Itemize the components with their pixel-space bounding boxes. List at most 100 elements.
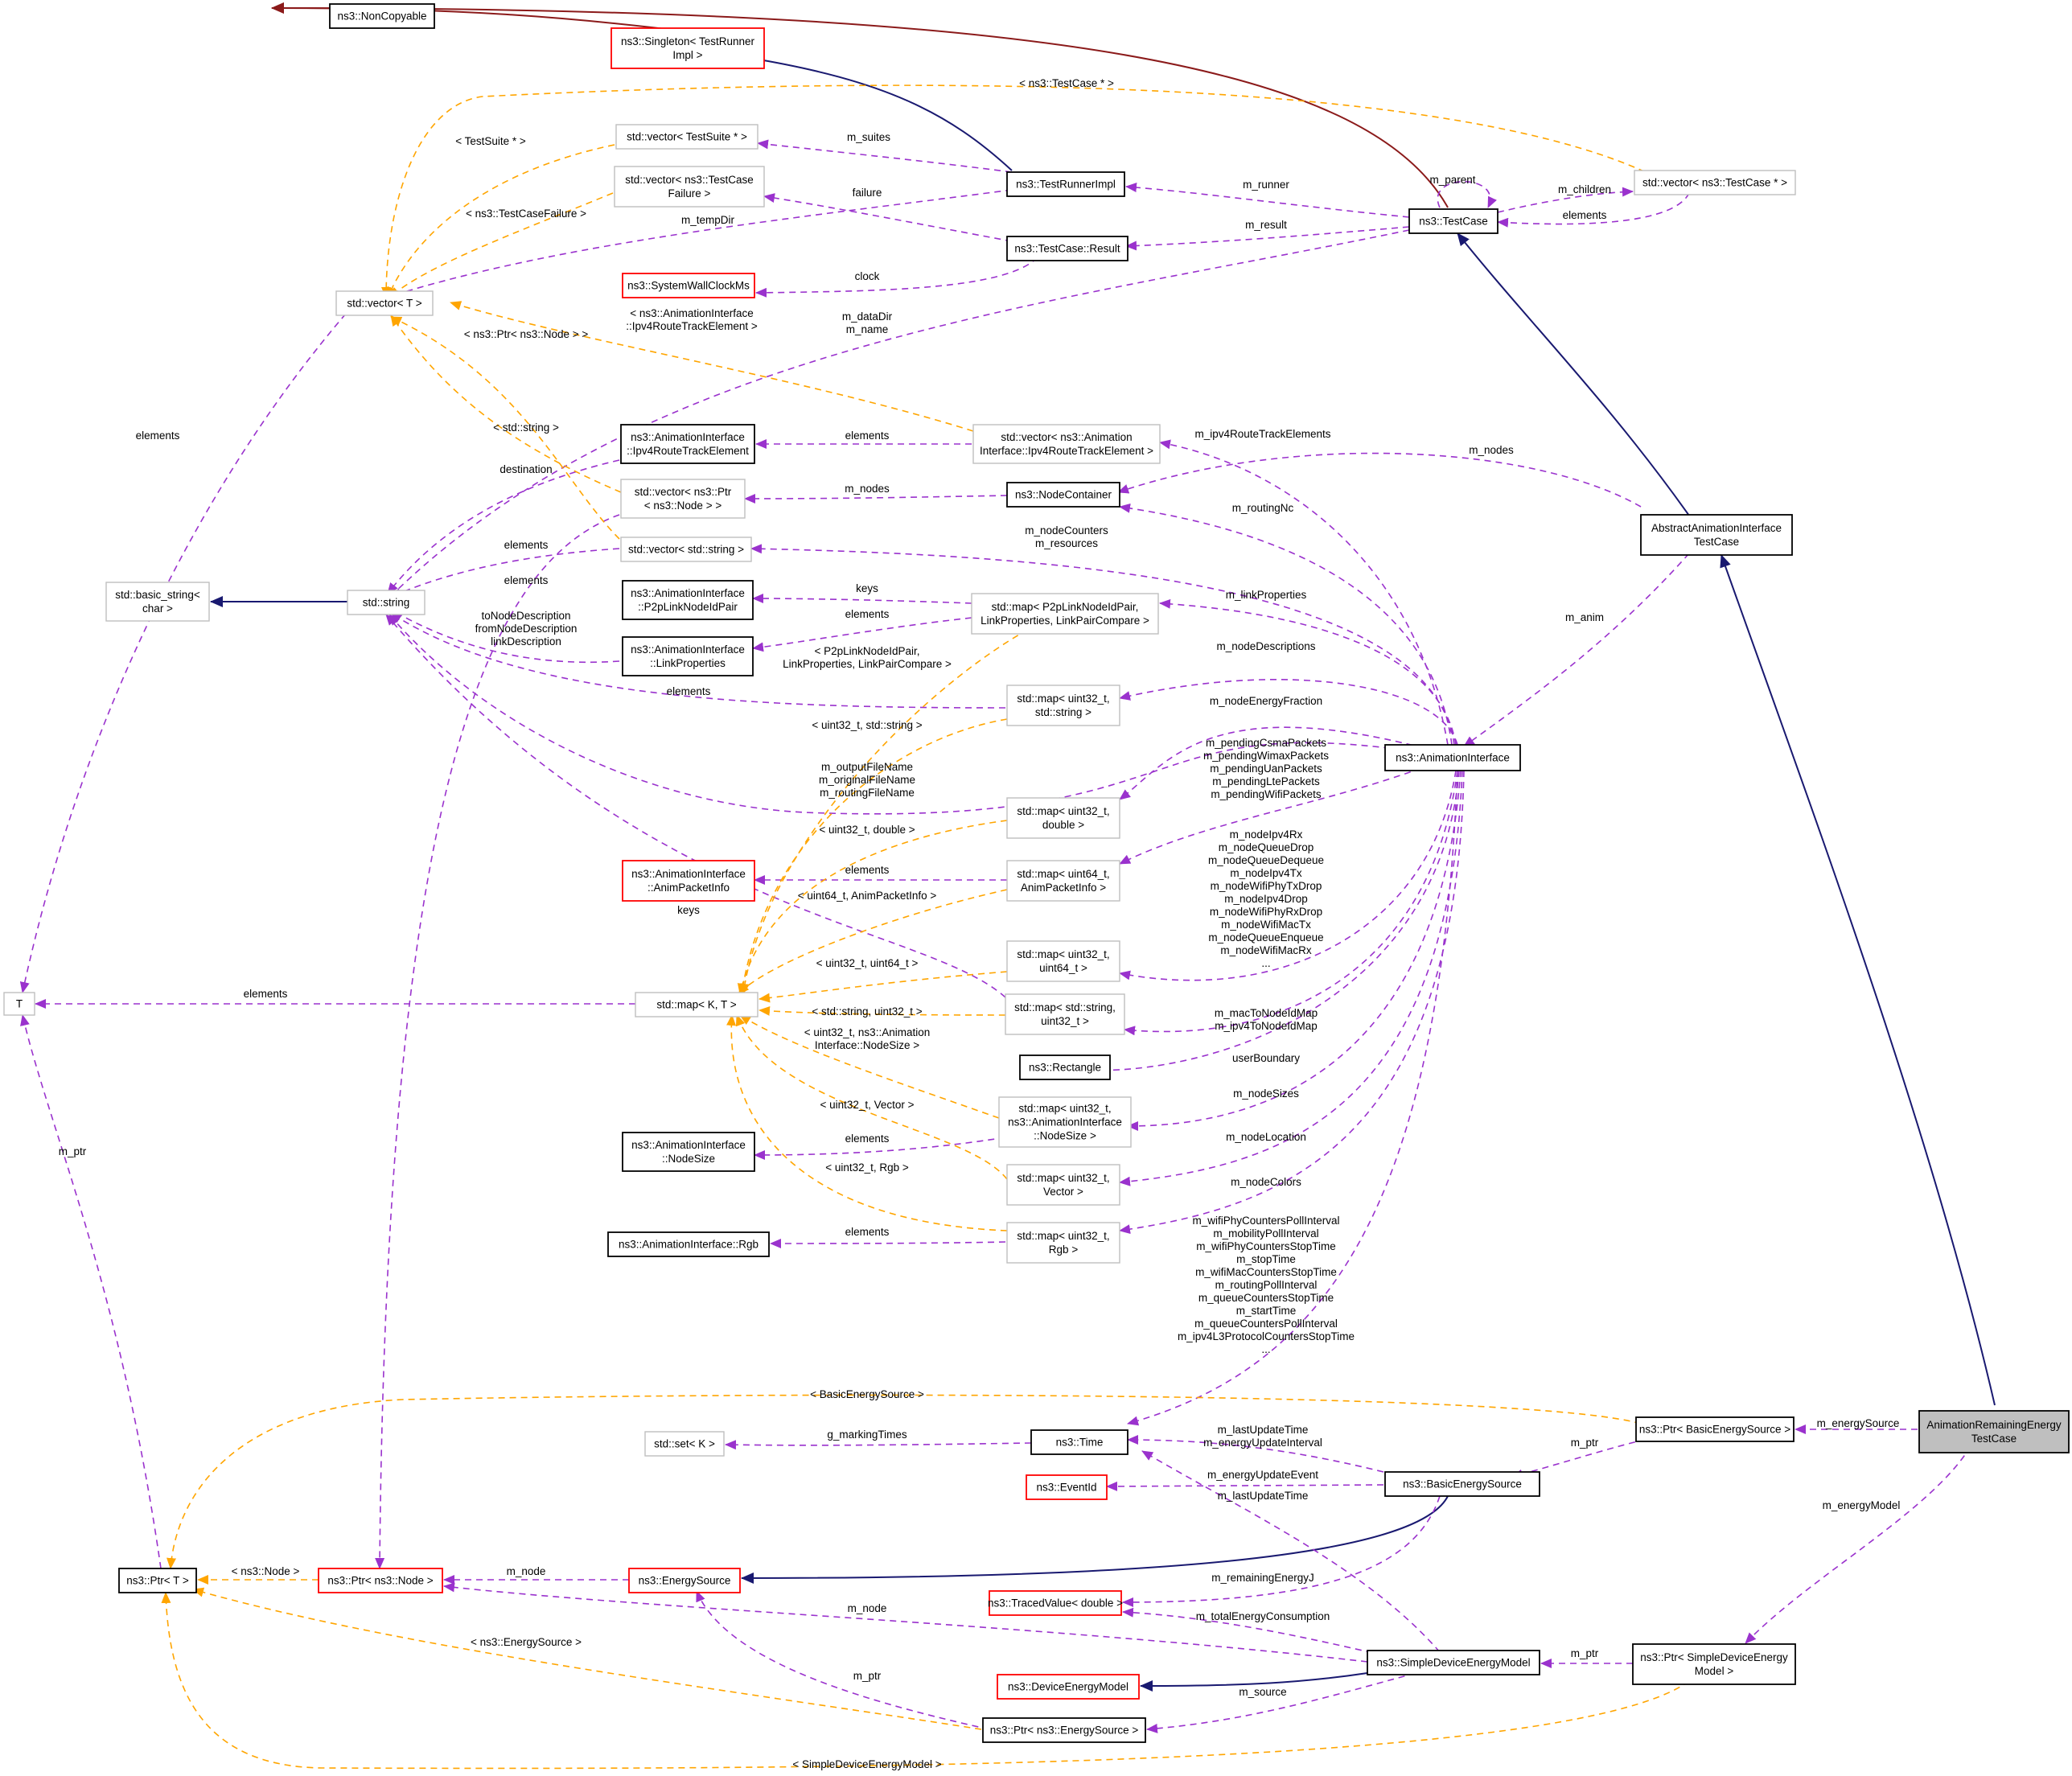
class-node-label: Vector > <box>1043 1186 1083 1198</box>
class-node-label: ns3::Ptr< T > <box>126 1575 189 1587</box>
class-node-vec-tcfailure[interactable]: std::vector< ns3::TestCaseFailure > <box>614 166 765 208</box>
class-node-testcase[interactable]: ns3::TestCase <box>1408 208 1498 234</box>
class-node-rgb[interactable]: ns3::AnimationInterface::Rgb <box>607 1231 770 1257</box>
class-node-singleton[interactable]: ns3::Singleton< TestRunnerImpl > <box>610 27 765 69</box>
class-node-animiface[interactable]: ns3::AnimationInterface <box>1384 744 1521 771</box>
edge-vectort-T <box>19 313 347 993</box>
class-node-energysource[interactable]: ns3::EnergySource <box>628 1568 741 1593</box>
class-node-vec-string[interactable]: std::vector< std::string > <box>620 536 752 562</box>
class-node-vector-t[interactable]: std::vector< T > <box>335 290 434 316</box>
edge-label: clock <box>855 270 880 282</box>
edge-mapp2p-p2pnodeidpair <box>752 594 972 604</box>
class-node-vec-testcaseptr[interactable]: std::vector< ns3::TestCase * > <box>1634 170 1796 195</box>
edge-label: elements <box>845 430 890 442</box>
class-node-map-p2p[interactable]: std::map< P2pLinkNodeIdPair,LinkProperti… <box>971 593 1159 635</box>
edge-label: m_nodeSizes <box>1233 1087 1299 1100</box>
class-node-vec-ptrnode[interactable]: std::vector< ns3::Ptr< ns3::Node > > <box>620 479 746 519</box>
edge-animiface-mapu32vec <box>1119 770 1463 1186</box>
class-node-label: std::map< std::string, <box>1014 1001 1116 1013</box>
class-node-vec-ipv4rte[interactable]: std::vector< ns3::AnimationInterface::Ip… <box>972 424 1161 464</box>
class-node-ptr-t[interactable]: ns3::Ptr< T > <box>118 1568 197 1593</box>
class-node-nodesize[interactable]: ns3::AnimationInterface::NodeSize <box>622 1132 755 1172</box>
class-node-label: uint64_t > <box>1039 962 1087 974</box>
class-node-std-string[interactable]: std::string <box>347 590 426 615</box>
class-node-box <box>1635 1416 1794 1442</box>
class-node-p2pnodeidpair[interactable]: ns3::AnimationInterface::P2pLinkNodeIdPa… <box>622 580 754 620</box>
class-node-sdem[interactable]: ns3::SimpleDeviceEnergyModel <box>1367 1650 1540 1675</box>
class-node-map-u32-vector[interactable]: std::map< uint32_t,Vector > <box>1006 1164 1120 1206</box>
edge-label: ... <box>1261 1343 1270 1355</box>
class-node-map-u32-double[interactable]: std::map< uint32_t,double > <box>1006 797 1120 839</box>
class-node-box <box>1005 993 1125 1035</box>
class-node-map-u64-api[interactable]: std::map< uint64_t,AnimPacketInfo > <box>1006 860 1120 902</box>
edge-label: m_resources <box>1035 537 1098 549</box>
class-node-noncopyable[interactable]: ns3::NonCopyable <box>329 3 435 29</box>
class-node-vec-testsuite[interactable]: std::vector< TestSuite * > <box>615 124 758 150</box>
class-node-tracedvalue[interactable]: ns3::TracedValue< double > <box>988 1590 1123 1616</box>
class-node-T[interactable]: T <box>3 992 35 1016</box>
edge-label: m_energySource <box>1817 1417 1900 1429</box>
class-node-ptr-bes[interactable]: ns3::Ptr< BasicEnergySource > <box>1635 1416 1794 1442</box>
class-node-ptr-es[interactable]: ns3::Ptr< ns3::EnergySource > <box>982 1717 1146 1743</box>
class-node-label: ns3::DeviceEnergyModel <box>1008 1681 1128 1693</box>
edge-label: m_nodeWifiPhyRxDrop <box>1210 906 1322 918</box>
class-node-bes[interactable]: ns3::BasicEnergySource <box>1384 1471 1540 1497</box>
edge-label: m_wifiPhyCountersPollInterval <box>1192 1215 1339 1227</box>
class-node-map-u32-string[interactable]: std::map< uint32_t,std::string > <box>1006 684 1120 726</box>
edge-label: elements <box>1563 209 1607 221</box>
edge-label: m_lastUpdateTime <box>1218 1490 1309 1502</box>
class-node-box <box>118 1568 197 1593</box>
edge-label: elements <box>244 988 288 1000</box>
class-node-animpacketinfo[interactable]: ns3::AnimationInterface::AnimPacketInfo <box>622 860 755 902</box>
class-node-time[interactable]: ns3::Time <box>1030 1429 1128 1455</box>
class-node-label: std::set< K > <box>654 1438 715 1450</box>
class-node-box <box>1632 1643 1796 1685</box>
class-node-map-u32-nodesize[interactable]: std::map< uint32_t,ns3::AnimationInterfa… <box>998 1096 1132 1148</box>
class-node-label: ns3::NodeContainer <box>1015 489 1112 501</box>
class-node-testrunnerimpl[interactable]: ns3::TestRunnerImpl <box>1006 171 1125 197</box>
class-node-nodecontainer[interactable]: ns3::NodeContainer <box>1006 482 1120 508</box>
class-node-wallclock[interactable]: ns3::SystemWallClockMs <box>622 273 755 298</box>
edge-label: < uint32_t, Vector > <box>820 1099 914 1111</box>
edge-label: m_nodeQueueEnqueue <box>1208 931 1323 944</box>
class-node-basic-string[interactable]: std::basic_string<char > <box>105 582 210 622</box>
class-node-box <box>635 992 758 1018</box>
class-node-set-k[interactable]: std::set< K > <box>644 1431 725 1457</box>
class-node-devenergymodel[interactable]: ns3::DeviceEnergyModel <box>997 1674 1140 1700</box>
class-node-ptr-sdem[interactable]: ns3::Ptr< SimpleDeviceEnergyModel > <box>1632 1643 1796 1685</box>
edge-label: m_pendingLtePackets <box>1212 775 1320 787</box>
class-node-label: std::string <box>363 597 410 609</box>
class-node-label: uint32_t > <box>1041 1015 1089 1027</box>
edge-animiface-mapu32ns <box>1127 770 1462 1131</box>
class-node-map-u32-rgb[interactable]: std::map< uint32_t,Rgb > <box>1006 1222 1120 1264</box>
edge-label: m_totalEnergyConsumption <box>1196 1610 1330 1622</box>
edge-label: < ns3::TestCaseFailure > <box>466 208 586 220</box>
class-node-map-u32-u64[interactable]: std::map< uint32_t,uint64_t > <box>1006 940 1120 982</box>
class-node-map-k-t[interactable]: std::map< K, T > <box>635 992 758 1018</box>
edge-label: < P2pLinkNodeIdPair, <box>815 645 920 657</box>
class-node-linkprops[interactable]: ns3::AnimationInterface::LinkProperties <box>622 636 754 676</box>
class-node-result[interactable]: ns3::TestCase::Result <box>1006 236 1128 261</box>
edge-bes-energysource <box>741 1495 1449 1584</box>
class-node-rectangle[interactable]: ns3::Rectangle <box>1019 1054 1111 1080</box>
class-node-label: std::map< uint32_t, <box>1017 693 1109 705</box>
class-node-eventid[interactable]: ns3::EventId <box>1026 1474 1108 1500</box>
class-node-label: TestCase <box>1971 1433 2016 1445</box>
edge-label: m_name <box>846 323 889 335</box>
class-node-box <box>620 479 746 519</box>
class-node-ipv4rte[interactable]: ns3::AnimationInterface::Ipv4RouteTrackE… <box>620 424 755 464</box>
edge-animiface-filenames <box>388 614 1424 815</box>
class-node-label: Failure > <box>668 187 711 199</box>
class-node-ptr-node[interactable]: ns3::Ptr< ns3::Node > <box>318 1568 443 1593</box>
edge-sdem-devenergymodel <box>1140 1672 1368 1692</box>
edge-label: elements <box>845 864 890 876</box>
edge-vectcfailure-vectort <box>388 192 614 298</box>
class-node-label: ::LinkProperties <box>650 657 726 669</box>
class-node-map-string-u32[interactable]: std::map< std::string,uint32_t > <box>1005 993 1125 1035</box>
edge-label: m_outputFileName <box>821 761 913 773</box>
edge-mapu32d-mapkt <box>737 820 1008 995</box>
class-node-box <box>1006 1164 1120 1206</box>
edge-label: elements <box>504 574 549 586</box>
